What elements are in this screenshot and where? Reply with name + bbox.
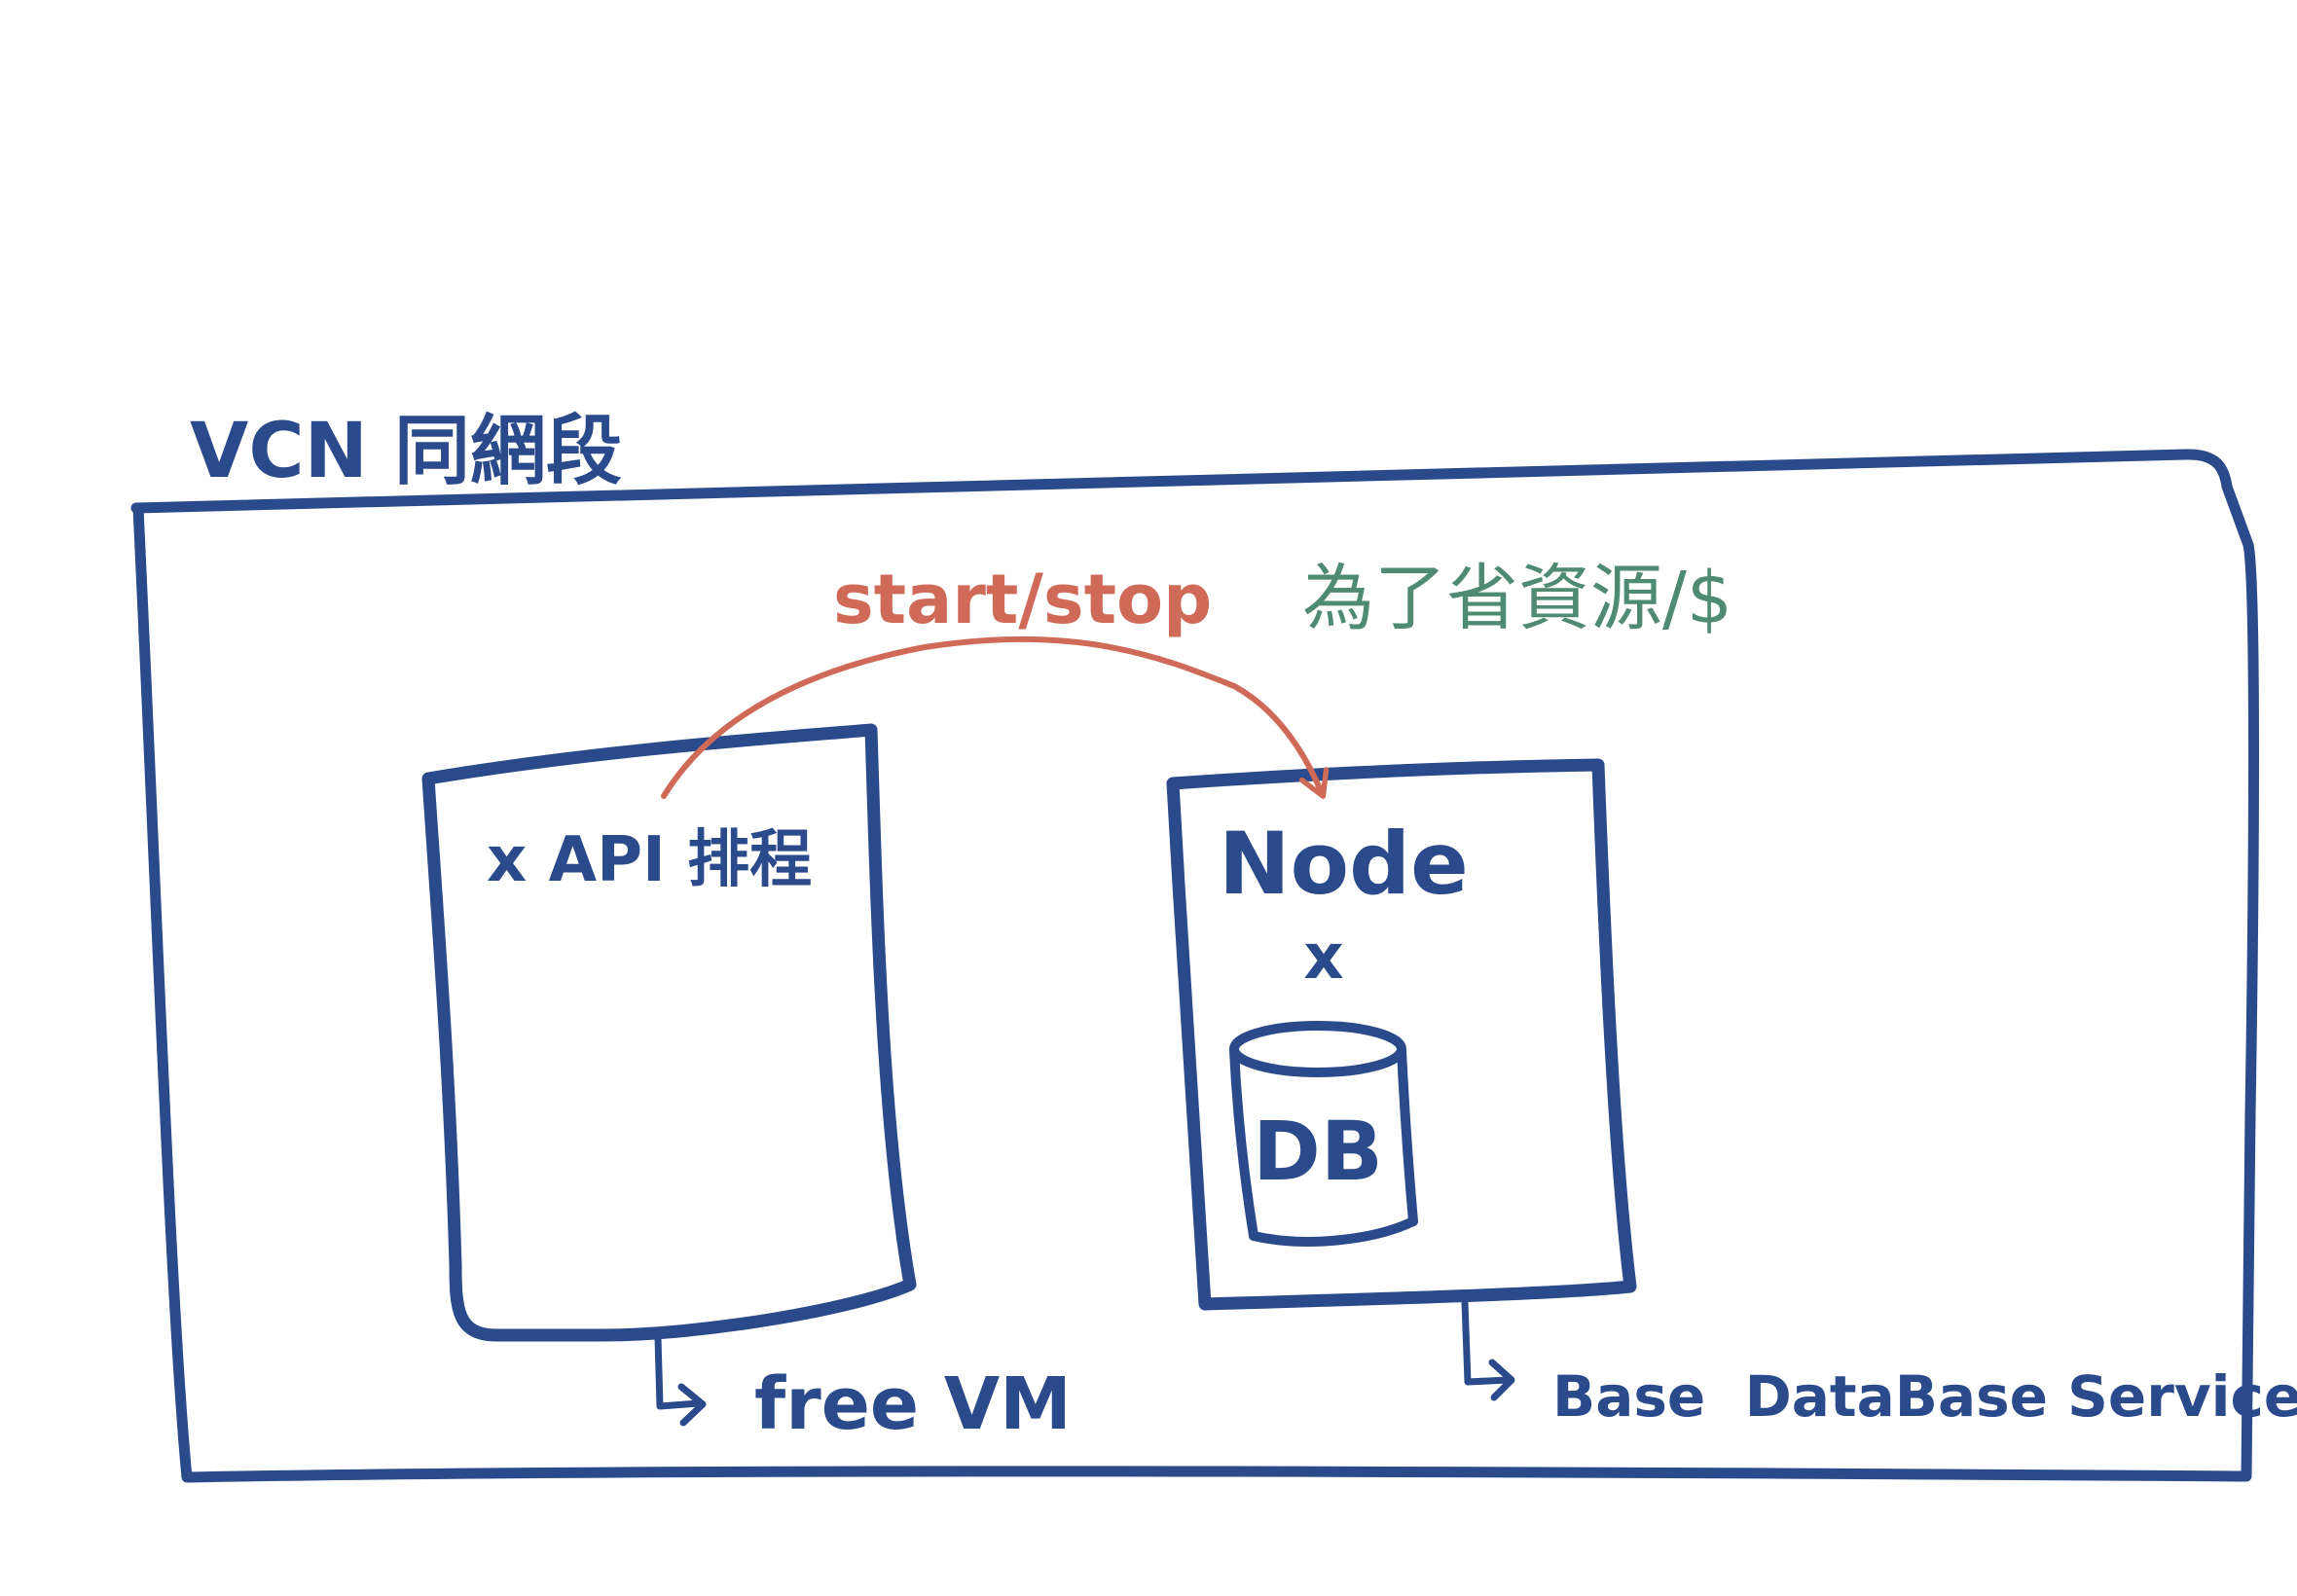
node-label: Node <box>1219 814 1469 914</box>
vm-caption: free VM <box>754 1362 1072 1446</box>
start-stop-arrow <box>661 635 1330 799</box>
schedule-reason-label: 為了省資源/$ <box>1302 557 1732 640</box>
corner-arrow-icon <box>1461 1298 1515 1401</box>
db-service-caption: Base DataBase Service <box>1552 1363 2297 1430</box>
vcn-label: VCN 同網段 <box>190 408 622 495</box>
corner-arrow-icon <box>654 1334 707 1427</box>
vm-box <box>421 723 917 1342</box>
db-service-box <box>1166 758 1637 1311</box>
db-label: DB <box>1253 1104 1383 1199</box>
vcn-boundary <box>130 449 2259 1483</box>
node-db-join-label: x <box>1303 922 1343 994</box>
database-cylinder-icon <box>1229 1021 1418 1247</box>
vm-box-label: x API 排程 <box>487 824 812 896</box>
schedule-action-label: start/stop <box>833 560 1212 639</box>
